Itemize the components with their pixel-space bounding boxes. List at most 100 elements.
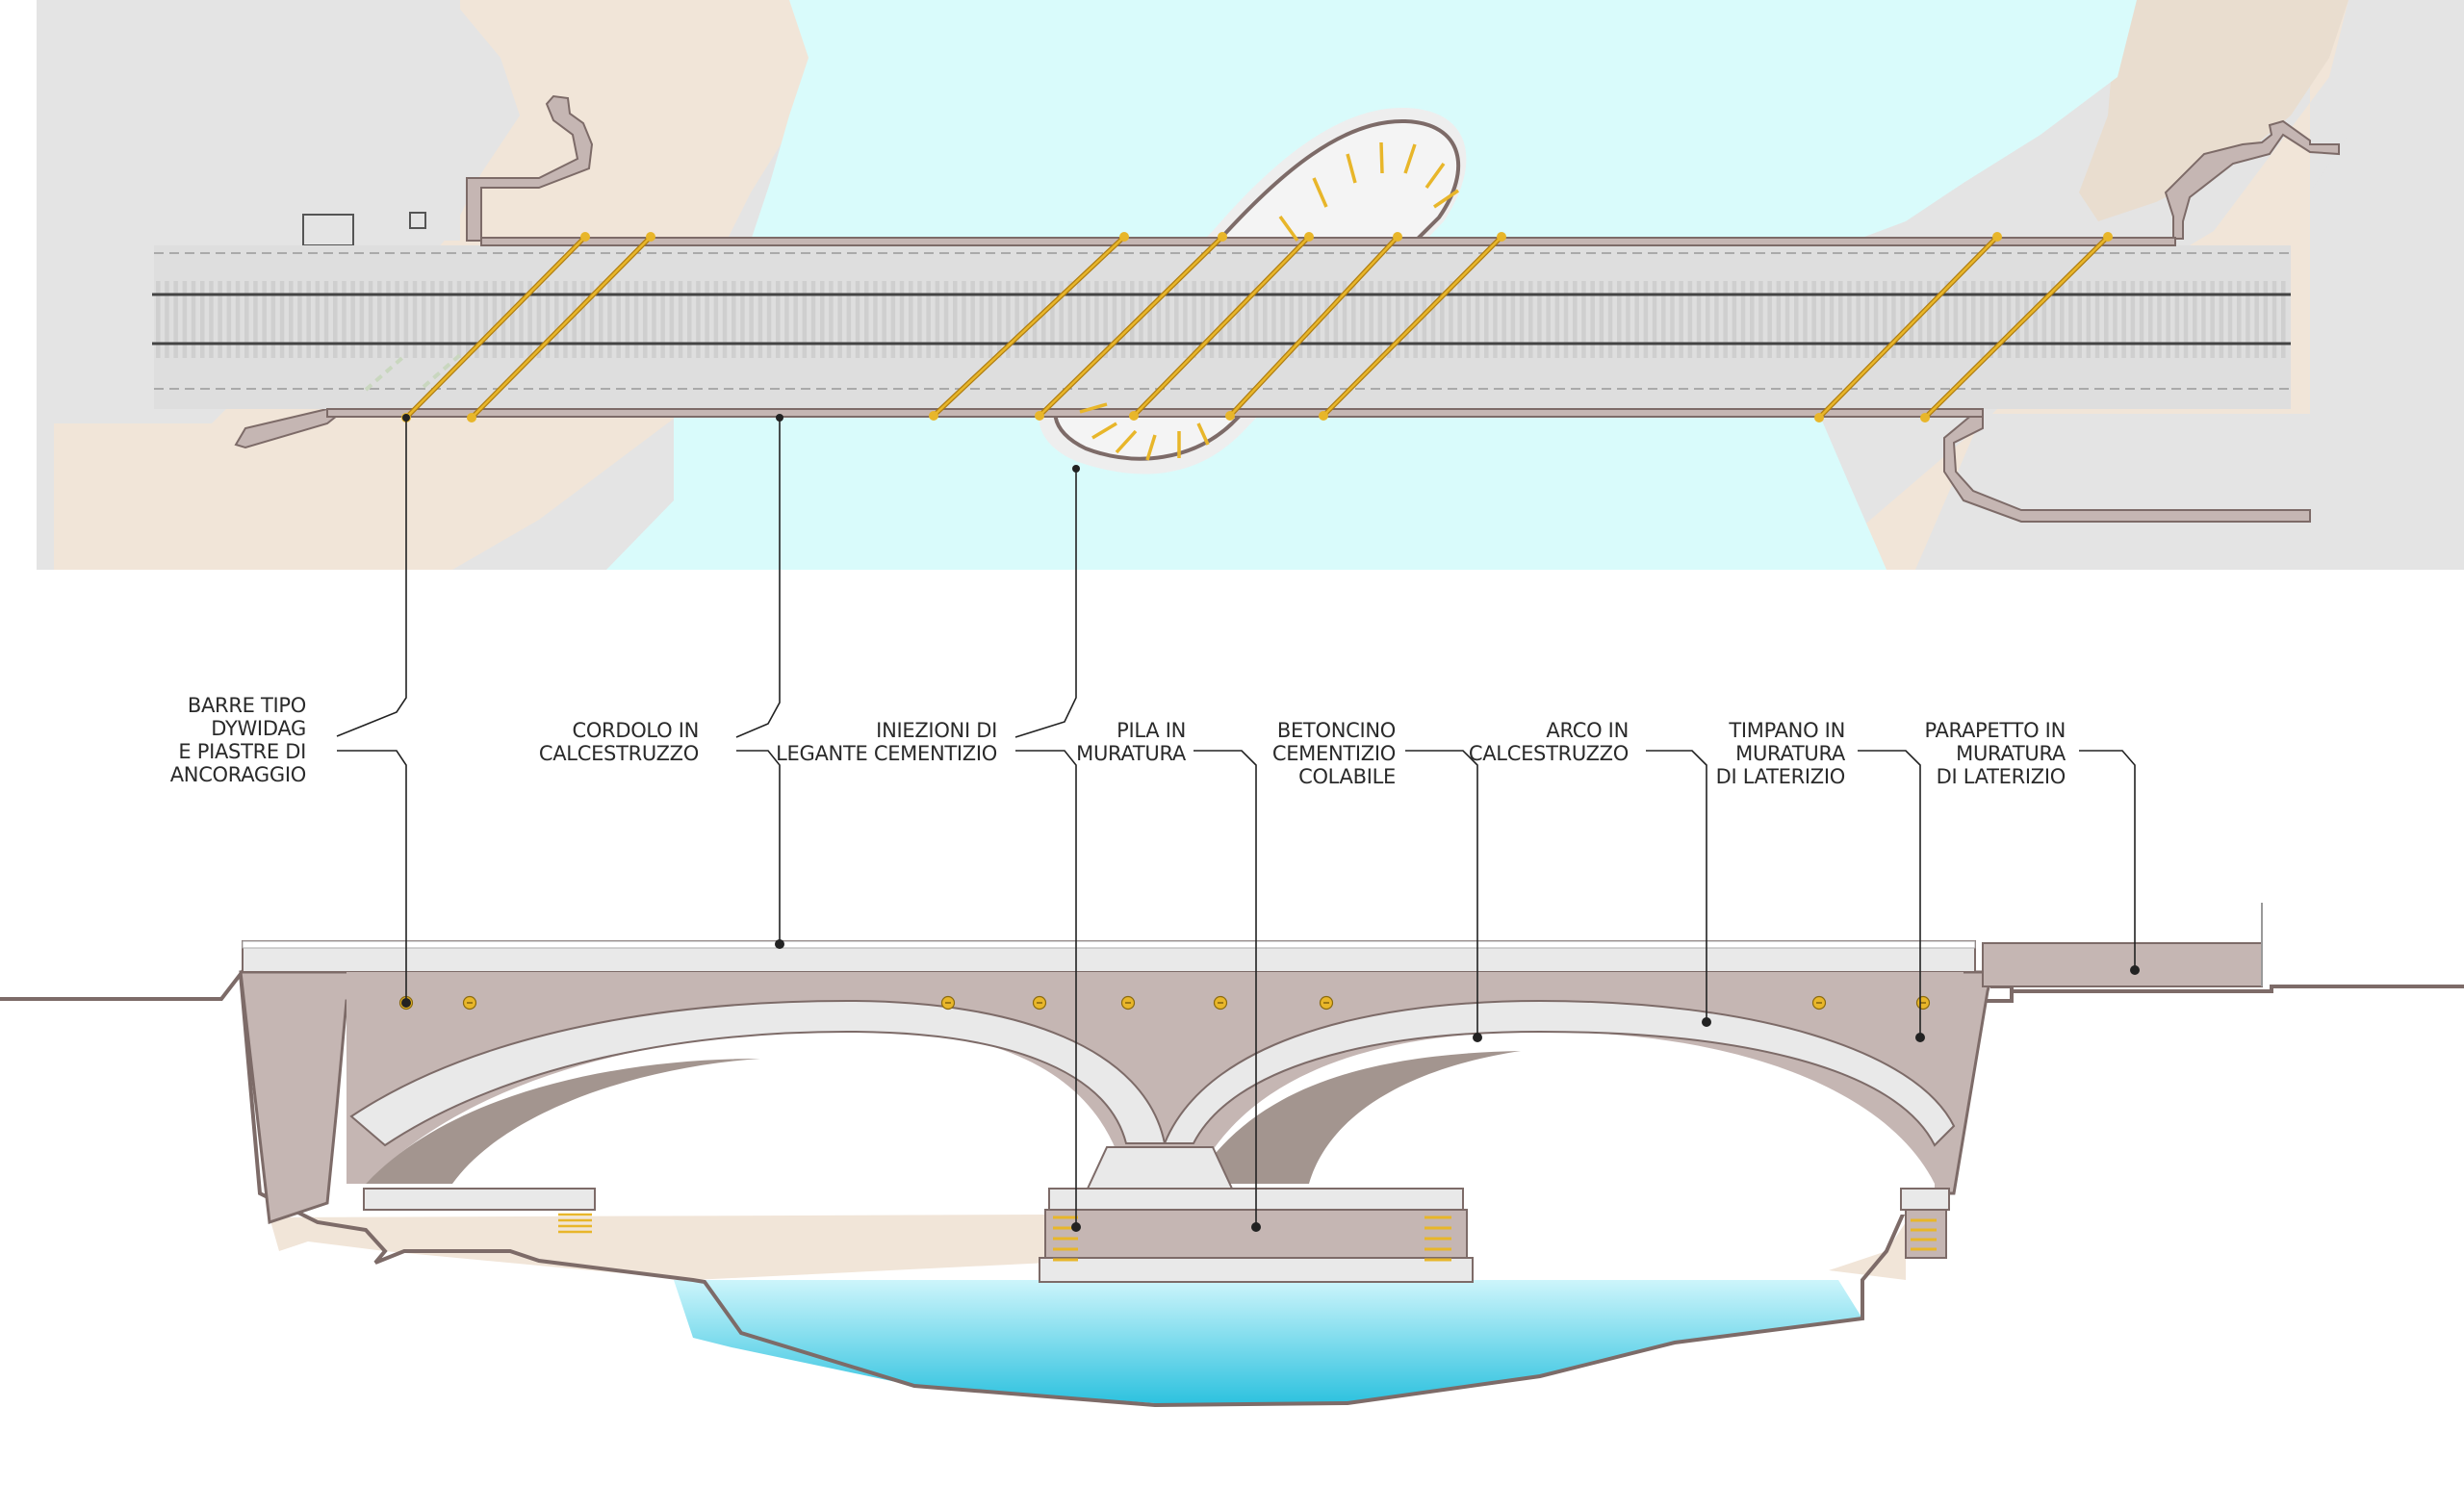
label-barre-line: ANCORAGGIO bbox=[170, 763, 306, 786]
rail-sleeper bbox=[165, 281, 169, 358]
rail-sleeper bbox=[1581, 281, 1586, 358]
section-arch-right-ring bbox=[1163, 999, 1956, 1147]
label-barre-line: DYWIDAG bbox=[211, 717, 306, 740]
rail-sleeper bbox=[200, 281, 205, 358]
label-arco-line: CALCESTRUZZO bbox=[1469, 742, 1629, 765]
label-pila-line: PILA IN bbox=[1116, 719, 1186, 742]
rail-sleeper bbox=[1307, 281, 1312, 358]
plan-deck-edge-top bbox=[480, 237, 2176, 246]
rail-sleeper bbox=[776, 281, 781, 358]
callout-leaders bbox=[336, 418, 2140, 1232]
rail-sleeper bbox=[722, 281, 728, 358]
rail-sleeper bbox=[466, 281, 471, 358]
leader-cordolo-up bbox=[735, 418, 781, 738]
injection-tick bbox=[1312, 177, 1328, 208]
leader-barre-up bbox=[336, 418, 407, 737]
plan-injection-ticks bbox=[1079, 141, 1459, 461]
rail-sleeper bbox=[1422, 281, 1427, 358]
rail-sleeper bbox=[395, 281, 399, 358]
rail-sleeper bbox=[1484, 281, 1489, 358]
rail-sleeper bbox=[209, 281, 214, 358]
rail-sleeper bbox=[2272, 281, 2277, 358]
rail-sleeper bbox=[802, 281, 808, 358]
rail-sleeper bbox=[1120, 281, 1126, 358]
rail-sleeper bbox=[1626, 281, 1630, 358]
rail-sleeper bbox=[917, 281, 922, 358]
label-betoncino-line: BETONCINO bbox=[1277, 719, 1396, 742]
rail-sleeper bbox=[633, 281, 639, 358]
rail-sleeper bbox=[1989, 281, 1993, 358]
rail-sleeper bbox=[1253, 281, 1259, 358]
anchor-plate-icon bbox=[1225, 411, 1235, 421]
leader-dot-icon bbox=[1473, 1033, 1482, 1042]
injection-tick bbox=[1278, 215, 1299, 243]
rail-sleeper bbox=[1573, 281, 1578, 358]
rail-sleeper bbox=[1324, 281, 1329, 358]
rail-sleeper bbox=[2033, 281, 2038, 358]
dywidag-bar-highlight bbox=[1229, 236, 1399, 417]
rail-sleeper bbox=[1670, 281, 1675, 358]
rail-sleeper bbox=[2104, 281, 2109, 358]
anchor-plate-icon bbox=[1304, 232, 1314, 242]
rail-sleeper bbox=[1493, 281, 1498, 358]
rail-sleeper bbox=[616, 281, 621, 358]
section-view bbox=[0, 903, 2464, 1408]
leader-iniezioni-up bbox=[1014, 469, 1077, 738]
section-right-plinth bbox=[1900, 1188, 1950, 1211]
rail-sleeper bbox=[253, 281, 258, 358]
leader-iniezioni-down bbox=[1015, 750, 1077, 1227]
anchor-plate-icon bbox=[1035, 411, 1044, 421]
rail-sleeper bbox=[262, 281, 267, 358]
rail-sleeper bbox=[2219, 281, 2224, 358]
anchor-plate-icon bbox=[2103, 232, 2113, 242]
rail-sleeper bbox=[810, 281, 816, 358]
rail-sleeper bbox=[2015, 281, 2020, 358]
rail-sleeper bbox=[749, 281, 754, 358]
rail-sleeper bbox=[2060, 281, 2065, 358]
rail-sleeper bbox=[1563, 281, 1569, 358]
rail-sleeper bbox=[979, 281, 985, 358]
rail-sleeper bbox=[1661, 281, 1666, 358]
dywidag-bar-highlight bbox=[1322, 236, 1502, 417]
rail-sleeper bbox=[510, 281, 515, 358]
label-cordolo-line: CALCESTRUZZO bbox=[539, 742, 699, 765]
anchor-plate-icon bbox=[646, 232, 655, 242]
rail-sleeper bbox=[1386, 281, 1392, 358]
label-timpano-line: MURATURA bbox=[1735, 742, 1846, 765]
rail-sleeper bbox=[793, 281, 798, 358]
rail-sleeper bbox=[323, 281, 329, 358]
rail-sleeper bbox=[599, 281, 603, 358]
rail-sleeper bbox=[1377, 281, 1383, 358]
section-arch-right-intrados bbox=[1194, 1051, 1521, 1184]
injection-tick bbox=[1379, 141, 1384, 174]
leader-betoncino bbox=[1405, 750, 1478, 1037]
rail-sleeper bbox=[1714, 281, 1719, 358]
rail-sleeper bbox=[1936, 281, 1940, 358]
rail-sleeper bbox=[342, 281, 346, 358]
dywidag-bar-highlight bbox=[1924, 236, 2109, 419]
rail-sleeper bbox=[1449, 281, 1453, 358]
rail-sleeper bbox=[1784, 281, 1790, 358]
rail-sleeper bbox=[1891, 281, 1896, 358]
dywidag-bar-hidden bbox=[364, 354, 406, 392]
rail-sleeper bbox=[1652, 281, 1657, 358]
label-iniezioni-line: LEGANTE CEMENTIZIO bbox=[776, 742, 997, 765]
injection-tick bbox=[1424, 162, 1446, 190]
rail-sleeper bbox=[448, 281, 453, 358]
rail-sleeper bbox=[1147, 281, 1152, 358]
label-betoncino-line: CEMENTIZIO bbox=[1272, 742, 1396, 765]
leader-dot-icon bbox=[401, 998, 411, 1008]
rail-sleeper bbox=[732, 281, 736, 358]
rail-sleeper bbox=[527, 281, 532, 358]
section-pila-footing bbox=[1039, 1257, 1474, 1283]
leader-dot-icon bbox=[1702, 1017, 1711, 1027]
rail-sleeper bbox=[1944, 281, 1949, 358]
injection-tick bbox=[1346, 153, 1357, 184]
leader-cordolo-down bbox=[736, 750, 781, 944]
rail-sleeper bbox=[766, 281, 772, 358]
anchor-plate-icon bbox=[1119, 232, 1129, 242]
label-parapetto-line: MURATURA bbox=[1956, 742, 2066, 765]
